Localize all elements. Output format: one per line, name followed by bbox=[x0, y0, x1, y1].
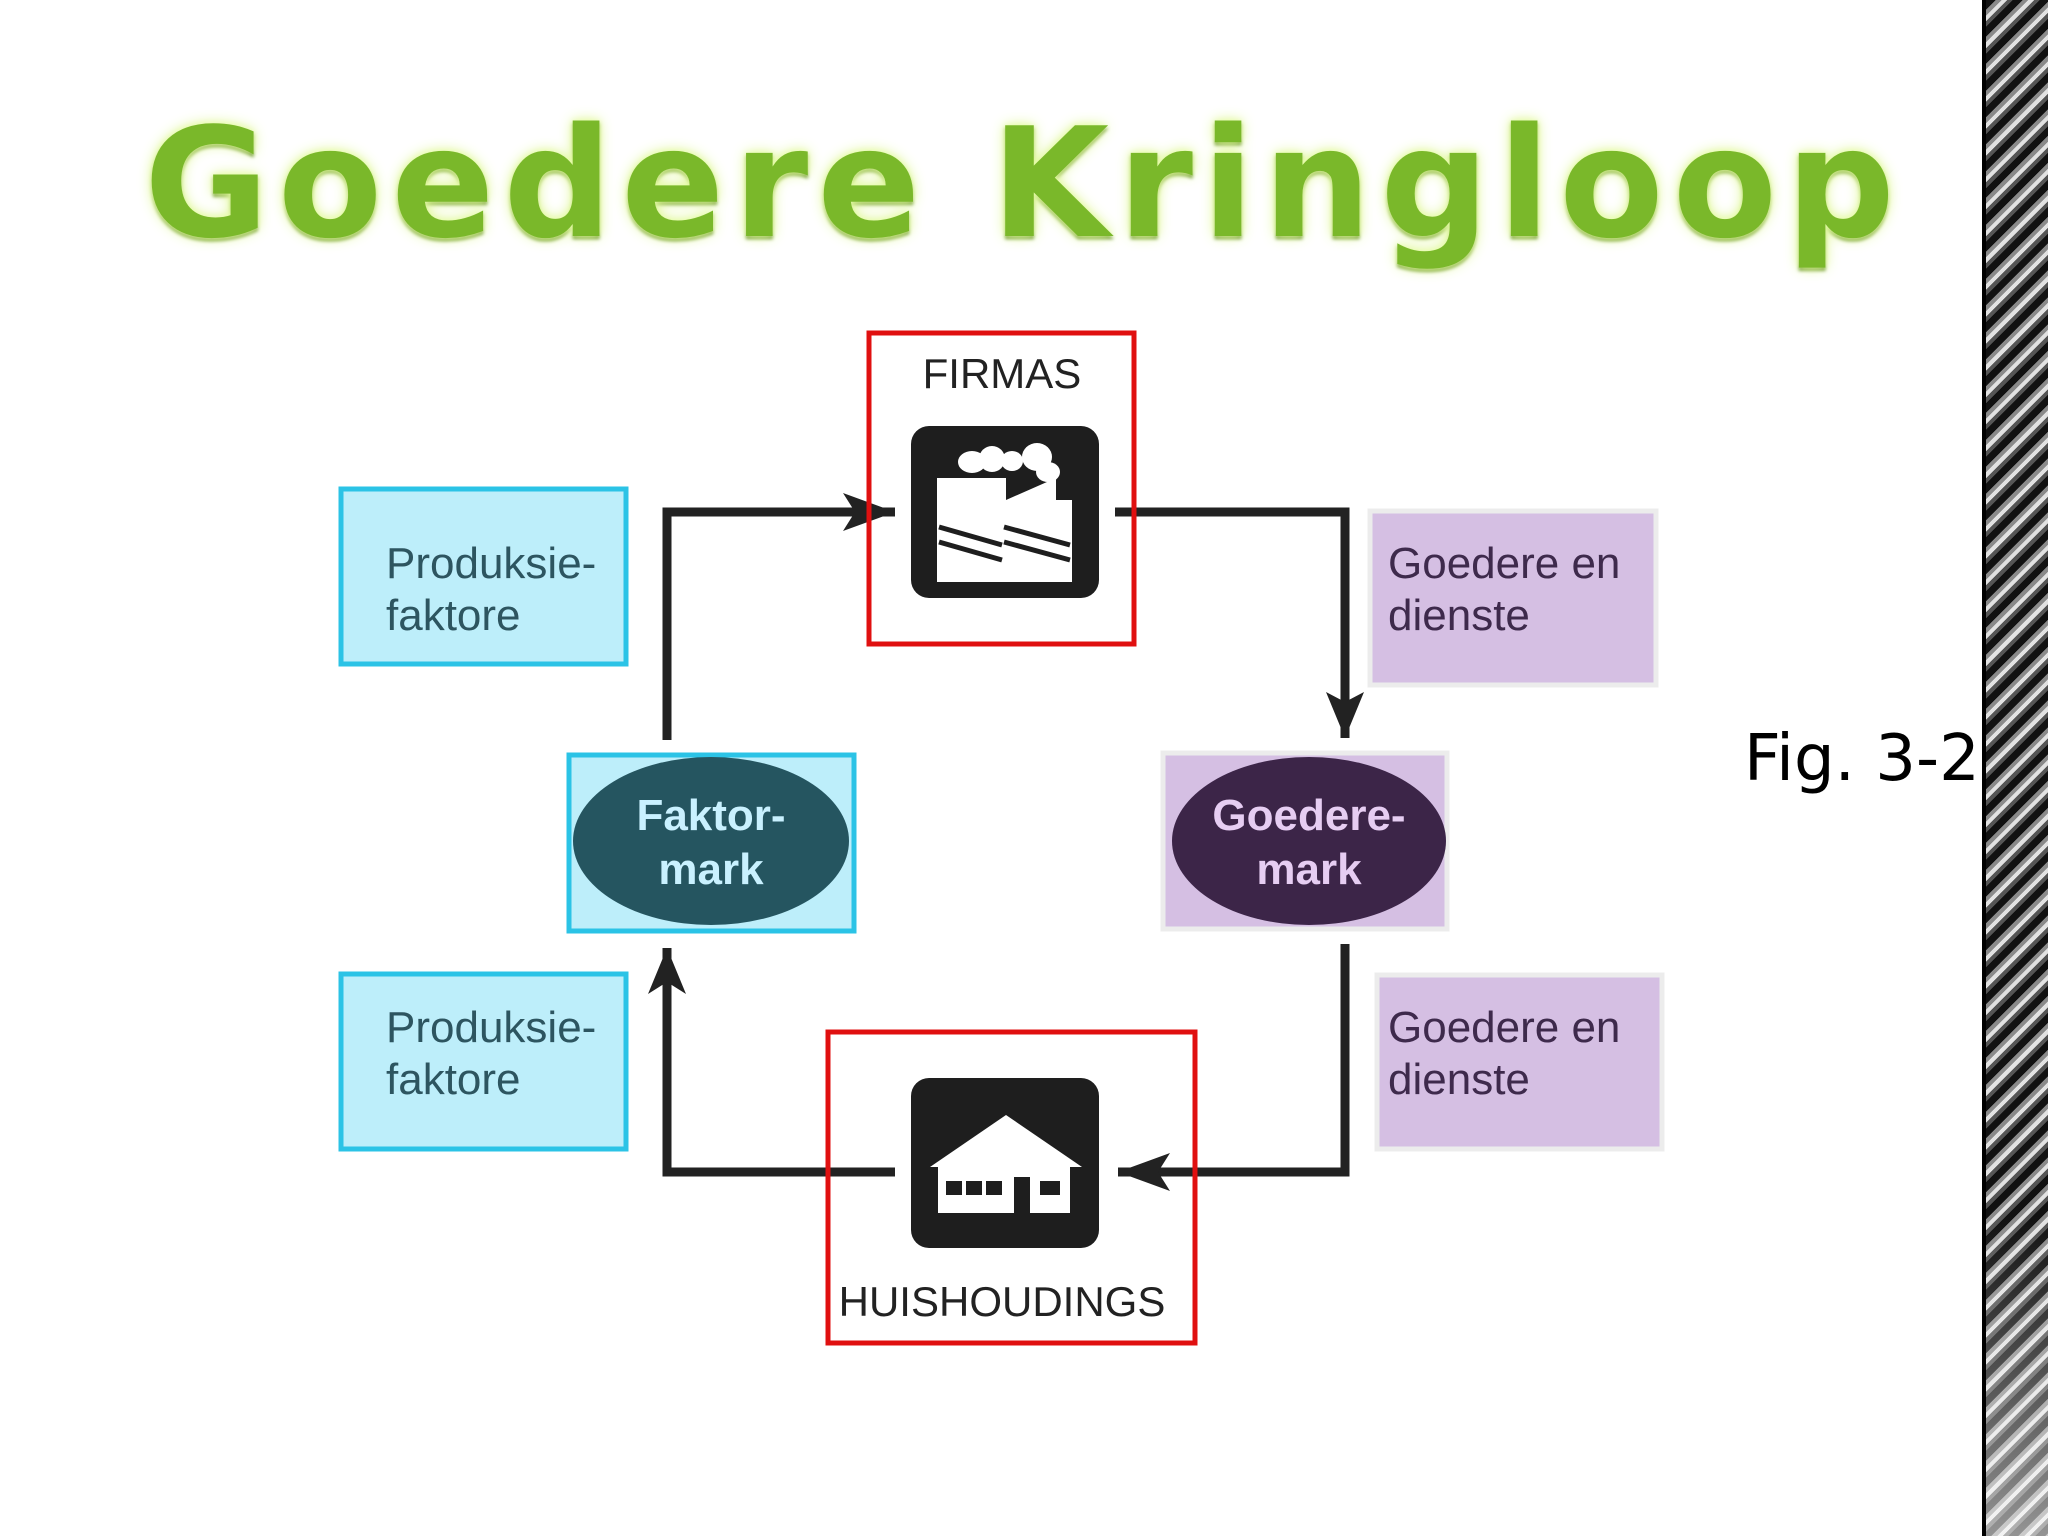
arrow-factor-market-to-firms bbox=[662, 507, 895, 740]
households-highlight-box bbox=[825, 1029, 1198, 1346]
arrow-households-to-factor-market bbox=[662, 948, 895, 1177]
goods-market: Goedere- mark bbox=[1160, 750, 1450, 932]
house-icon bbox=[911, 1078, 1099, 1248]
factor-market-label: Faktor- bbox=[636, 791, 785, 840]
factor-market-label: mark bbox=[658, 845, 764, 894]
flow-label-text: Produksie- bbox=[386, 1003, 596, 1052]
flow-label-factors-top: Produksie- faktore bbox=[338, 486, 629, 667]
flow-label-text: Goedere en bbox=[1388, 539, 1620, 588]
flow-label-text: dienste bbox=[1388, 591, 1530, 640]
flow-arrows bbox=[648, 493, 1364, 1191]
firms-highlight-box bbox=[866, 330, 1137, 647]
flow-label-text: faktore bbox=[386, 1055, 521, 1104]
goods-market-label: Goedere- bbox=[1212, 791, 1405, 840]
flow-label-factors-bottom: Produksie- faktore bbox=[338, 971, 629, 1152]
firms-node: FIRMAS bbox=[866, 330, 1137, 647]
flow-label-text: Produksie- bbox=[386, 539, 596, 588]
factory-icon bbox=[911, 426, 1099, 598]
slide-edge-decoration bbox=[1982, 0, 2048, 1536]
flow-label-goods-bottom: Goedere en dienste bbox=[1374, 972, 1665, 1152]
arrowhead-goods-market bbox=[1326, 692, 1364, 738]
factor-market: Faktor- mark bbox=[566, 752, 857, 934]
goods-market-label: mark bbox=[1256, 845, 1362, 894]
flow-label-text: faktore bbox=[386, 591, 521, 640]
flow-label-text: Goedere en bbox=[1388, 1003, 1620, 1052]
arrowhead-factor-market bbox=[648, 948, 686, 994]
households-label: HUISHOUDINGS bbox=[839, 1278, 1166, 1325]
arrow-firms-to-goods-market bbox=[1115, 507, 1350, 738]
arrow-goods-market-to-households bbox=[1118, 944, 1350, 1177]
flow-label-goods-top: Goedere en dienste bbox=[1367, 508, 1659, 688]
households-node: HUISHOUDINGS bbox=[825, 1029, 1198, 1346]
arrowhead-households bbox=[1118, 1153, 1170, 1191]
slide-title: Goedere Kringloop bbox=[144, 95, 1904, 272]
figure-caption: Fig. 3-2 bbox=[1744, 722, 1980, 796]
flow-label-text: dienste bbox=[1388, 1055, 1530, 1104]
firms-label: FIRMAS bbox=[923, 350, 1082, 397]
